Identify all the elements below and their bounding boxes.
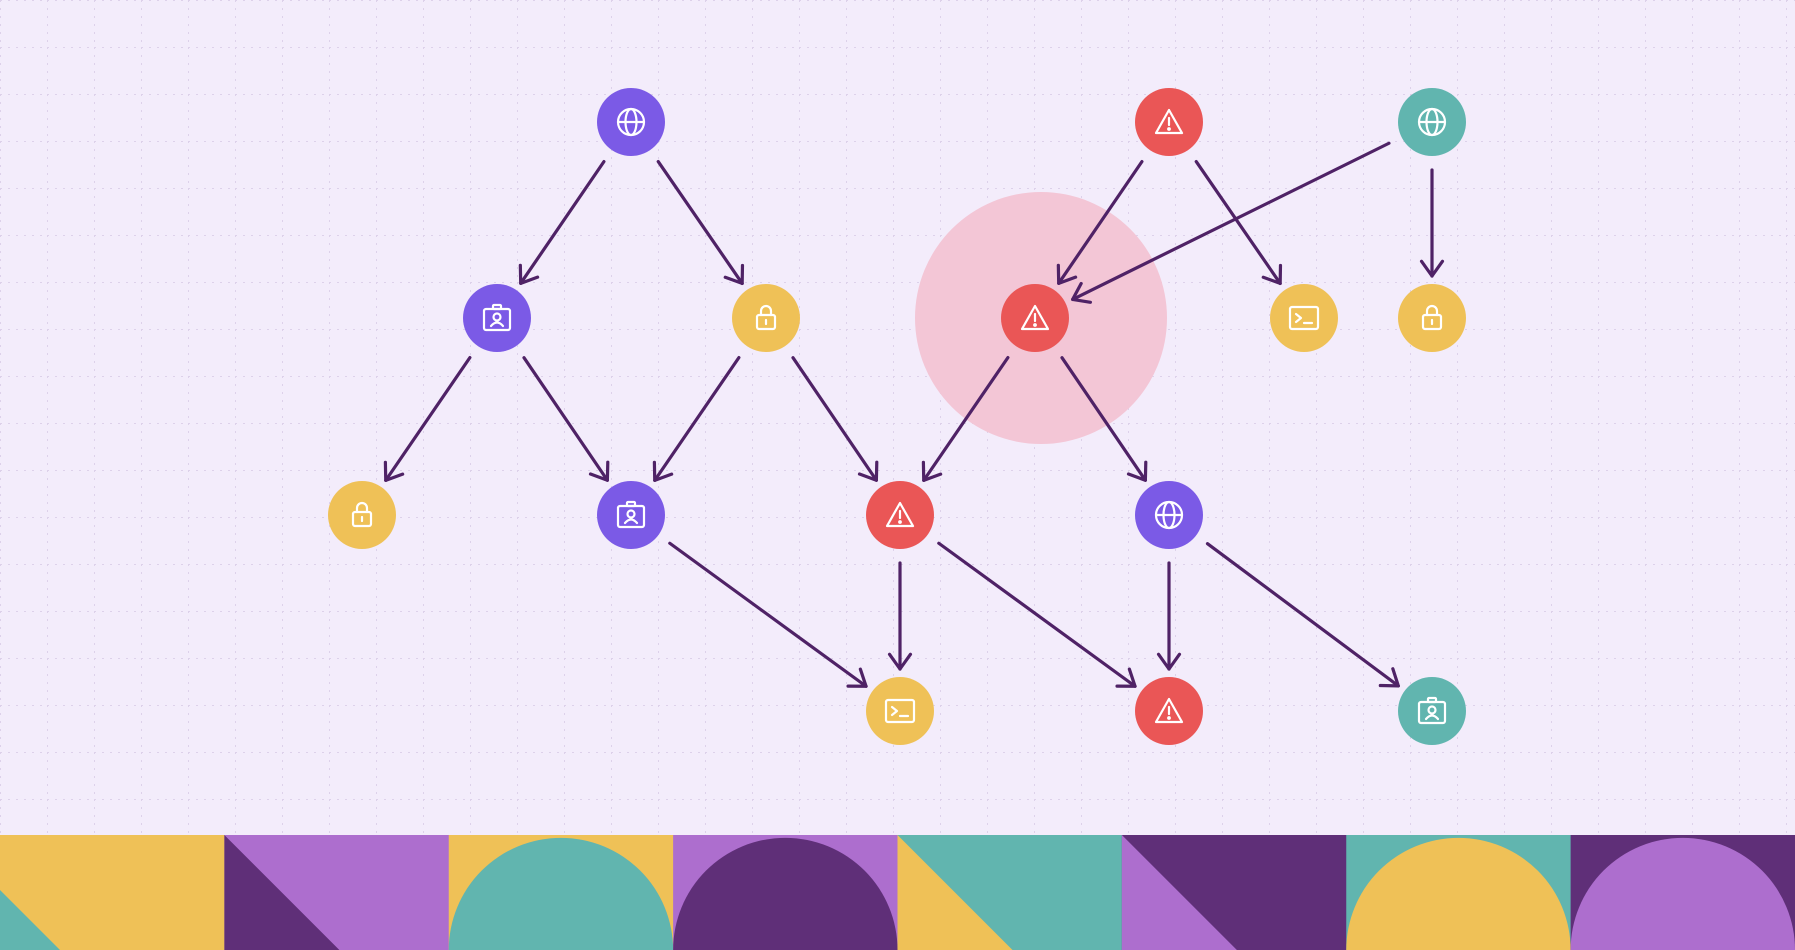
edge-arrow	[921, 355, 1010, 482]
id-badge-icon	[616, 500, 646, 529]
edge-arrow	[656, 159, 745, 286]
graph-node[interactable]	[1398, 677, 1466, 745]
band-tile	[448, 835, 674, 950]
edge-arrow	[522, 356, 610, 482]
graph-node[interactable]	[1001, 284, 1069, 352]
lock-icon	[755, 304, 777, 331]
node-circle	[328, 481, 396, 549]
edge-arrow	[1194, 159, 1283, 286]
warning-icon	[1020, 304, 1050, 331]
graph-node[interactable]	[866, 677, 934, 745]
edge-arrow	[791, 356, 879, 482]
band-tile	[897, 835, 1123, 950]
lock-icon	[1421, 304, 1443, 331]
terminal-icon	[884, 698, 916, 724]
nodes-layer	[328, 88, 1466, 745]
graph-node[interactable]	[463, 284, 531, 352]
graph-node[interactable]	[597, 481, 665, 549]
graph-node[interactable]	[866, 481, 934, 549]
graph-node[interactable]	[732, 284, 800, 352]
graph-node[interactable]	[1135, 481, 1203, 549]
globe-icon	[1154, 500, 1184, 530]
band-tile	[1121, 835, 1347, 950]
band-tile	[0, 835, 225, 950]
warning-icon	[1154, 697, 1184, 724]
node-circle	[463, 284, 531, 352]
decorative-band	[0, 835, 1795, 950]
globe-icon	[616, 107, 646, 137]
node-circle	[732, 284, 800, 352]
node-circle	[1398, 284, 1466, 352]
band-tile	[224, 835, 450, 950]
globe-icon	[1417, 107, 1447, 137]
graph-node[interactable]	[328, 481, 396, 549]
edge-arrow	[652, 355, 741, 482]
node-circle	[1270, 284, 1338, 352]
graph-node[interactable]	[597, 88, 665, 156]
graph-node[interactable]	[1135, 677, 1203, 745]
id-badge-icon	[482, 303, 512, 332]
edge-arrow	[887, 561, 913, 671]
warning-icon	[1154, 108, 1184, 135]
band-tile	[1346, 835, 1572, 950]
edge-arrow	[383, 355, 472, 482]
edges-layer	[383, 141, 1445, 688]
node-circle	[597, 481, 665, 549]
edge-arrow	[937, 541, 1137, 688]
edge-arrow	[1056, 160, 1144, 285]
edge-arrow	[1419, 168, 1445, 278]
graph-node[interactable]	[1135, 88, 1203, 156]
graph-node[interactable]	[1270, 284, 1338, 352]
band-tile	[673, 835, 898, 950]
terminal-icon	[1288, 305, 1320, 331]
id-badge-icon	[1417, 696, 1447, 725]
edge-arrow	[1205, 542, 1400, 688]
node-circle	[1398, 677, 1466, 745]
edge-arrow	[518, 160, 606, 285]
node-circle	[866, 677, 934, 745]
band-tile	[1570, 835, 1795, 950]
edge-arrow	[1060, 356, 1148, 482]
graph-node[interactable]	[1398, 88, 1466, 156]
edge-arrow	[1156, 561, 1182, 671]
edge-arrow	[1071, 141, 1391, 304]
warning-icon	[885, 501, 915, 528]
lock-icon	[351, 501, 373, 528]
graph-node[interactable]	[1398, 284, 1466, 352]
edge-arrow	[668, 541, 868, 688]
